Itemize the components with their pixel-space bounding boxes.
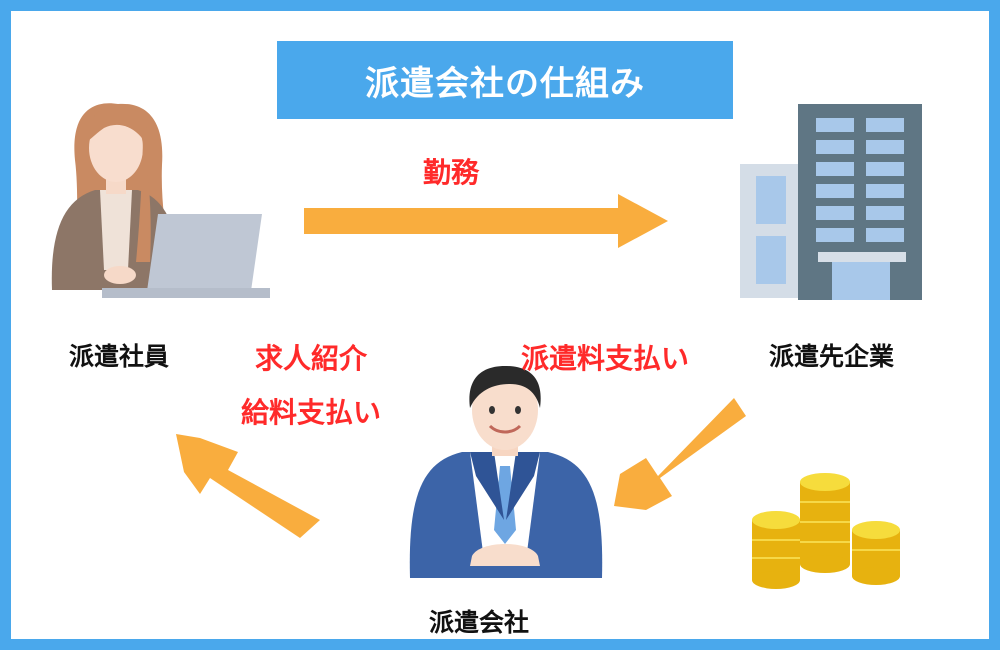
arrow-salary <box>176 434 320 538</box>
businessman-icon <box>409 366 603 578</box>
arrow-fee <box>614 398 746 510</box>
node-label-worker: 派遣社員 <box>69 342 170 371</box>
illustration-layer <box>51 103 922 589</box>
coin-stacks-icon <box>752 473 900 589</box>
node-label-client-company: 派遣先企業 <box>769 342 895 371</box>
woman-laptop-icon <box>51 103 270 298</box>
flow-label-salary: 給料支払い <box>241 396 382 429</box>
flow-label-fee: 派遣料支払い <box>521 342 690 375</box>
diagram-title: 派遣会社の仕組み <box>277 41 733 119</box>
office-building-icon <box>740 104 922 300</box>
flow-label-work: 勤務 <box>423 156 480 189</box>
arrow-work <box>304 194 668 248</box>
flow-label-referral: 求人紹介 <box>255 342 368 375</box>
node-label-agency: 派遣会社 <box>429 608 530 637</box>
